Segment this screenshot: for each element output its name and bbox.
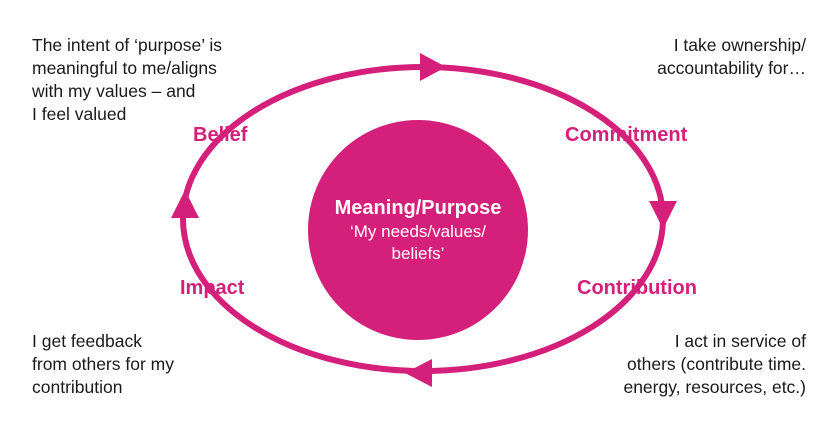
right-arrow-icon	[420, 53, 446, 81]
stage-impact: Impact	[180, 277, 245, 299]
note-line: contribution	[32, 377, 123, 397]
stage-belief: Belief	[193, 124, 248, 146]
center-subtitle-line: ‘My needs/values/	[349, 222, 487, 241]
note-commitment: I take ownership/ accountability for…	[657, 34, 806, 80]
center-title: Meaning/Purpose	[334, 197, 502, 219]
note-impact: I get feedback from others for my contri…	[32, 330, 174, 399]
note-line: meaningful to me/aligns	[32, 58, 217, 78]
note-line: others (contribute time.	[627, 354, 806, 374]
note-line: I get feedback	[32, 331, 142, 351]
note-contribution: I act in service of others (contribute t…	[623, 330, 806, 399]
note-line: The intent of ‘purpose’ is	[32, 35, 223, 55]
note-line: I feel valued	[32, 104, 127, 124]
down-arrow-icon	[649, 201, 677, 229]
center-circle	[308, 120, 528, 340]
note-line: accountability for…	[657, 58, 806, 78]
note-line: I take ownership/	[673, 35, 806, 55]
note-line: energy, resources, etc.)	[623, 377, 806, 397]
stage-commitment: Commitment	[565, 124, 688, 146]
center-subtitle-line: beliefs’	[391, 244, 445, 263]
note-line: I act in service of	[674, 331, 806, 351]
left-arrow-icon	[405, 359, 432, 387]
stage-contribution: Contribution	[577, 277, 697, 299]
note-belief: The intent of ‘purpose’ is meaningful to…	[32, 34, 222, 126]
note-line: with my values – and	[32, 81, 196, 101]
note-line: from others for my	[32, 354, 174, 374]
up-arrow-icon	[171, 190, 199, 218]
center-text: Meaning/Purpose ‘My needs/values/ belief…	[308, 120, 528, 340]
